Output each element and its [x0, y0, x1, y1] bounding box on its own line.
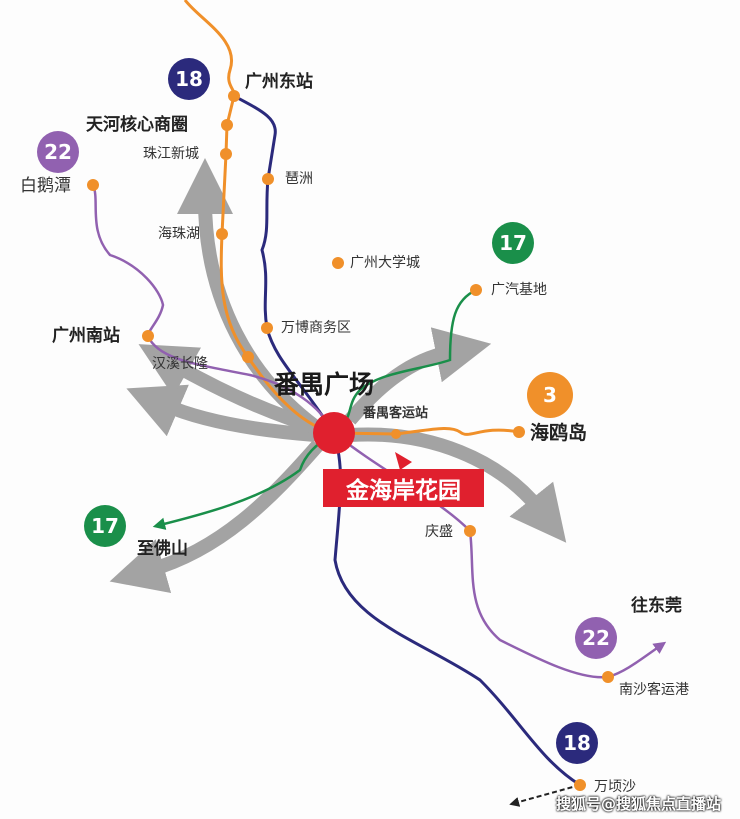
station-dot — [87, 179, 99, 191]
center-station-label: 番禺广场 — [274, 370, 375, 399]
station-label: 南沙客运港 — [619, 682, 689, 698]
line-17-badge: 17 — [492, 222, 534, 264]
station-label: 万博商务区 — [281, 320, 351, 336]
station-label: 广州东站 — [245, 72, 313, 92]
station-dot — [220, 148, 232, 160]
station-dot — [142, 330, 154, 342]
station-label: 广州大学城 — [350, 255, 420, 271]
line-17-badge: 17 — [84, 505, 126, 547]
arrow-north — [177, 158, 325, 436]
station-label: 天河核心商圈 — [86, 115, 188, 135]
station-dot — [513, 426, 525, 438]
station-dot — [332, 257, 344, 269]
arrow-southwest — [109, 440, 324, 594]
station-dot — [574, 779, 586, 791]
arrow-northwest — [138, 344, 321, 435]
line-17-path — [152, 288, 477, 530]
station-dot — [221, 119, 233, 131]
station-dot — [464, 525, 476, 537]
station-label: 海鸥岛 — [530, 422, 588, 444]
arrow-northeast — [344, 327, 492, 425]
station-label: 万顷沙 — [594, 779, 636, 795]
line-18-extension — [509, 784, 581, 807]
station-label: 白鹅潭 — [20, 176, 71, 196]
station-label: 至佛山 — [137, 539, 188, 559]
station-dots — [87, 90, 614, 791]
station-label: 庆盛 — [425, 524, 453, 540]
line-22-badge: 22 — [37, 131, 79, 173]
destination-pointer-icon — [395, 452, 412, 470]
station-label: 番禺客运站 — [363, 406, 429, 421]
station-label: 广州南站 — [52, 326, 120, 346]
station-dot — [228, 90, 240, 102]
station-label: 往东莞 — [631, 596, 682, 616]
station-dot — [242, 351, 254, 363]
line-18-badge: 18 — [168, 58, 210, 100]
watermark: 搜狐号@搜狐焦点直播站 — [556, 795, 722, 813]
station-label: 琶洲 — [285, 171, 313, 187]
line-3-path — [183, 0, 520, 436]
station-label: 珠江新城 — [143, 146, 199, 162]
station-label: 汉溪长隆 — [152, 356, 208, 372]
station-dot — [470, 284, 482, 296]
station-dot — [216, 228, 228, 240]
station-label: 广汽基地 — [491, 282, 547, 298]
line-3-badge: 3 — [527, 372, 573, 418]
station-dot — [391, 429, 401, 439]
destination-label: 金海岸花园 — [323, 469, 484, 507]
station-dot — [602, 671, 614, 683]
center-station-dot — [313, 412, 355, 454]
station-dot — [262, 173, 274, 185]
arrow-west — [126, 384, 316, 442]
station-label: 海珠湖 — [158, 226, 200, 242]
line-22-badge: 22 — [575, 617, 617, 659]
line-18-badge: 18 — [556, 722, 598, 764]
station-dot — [261, 322, 273, 334]
